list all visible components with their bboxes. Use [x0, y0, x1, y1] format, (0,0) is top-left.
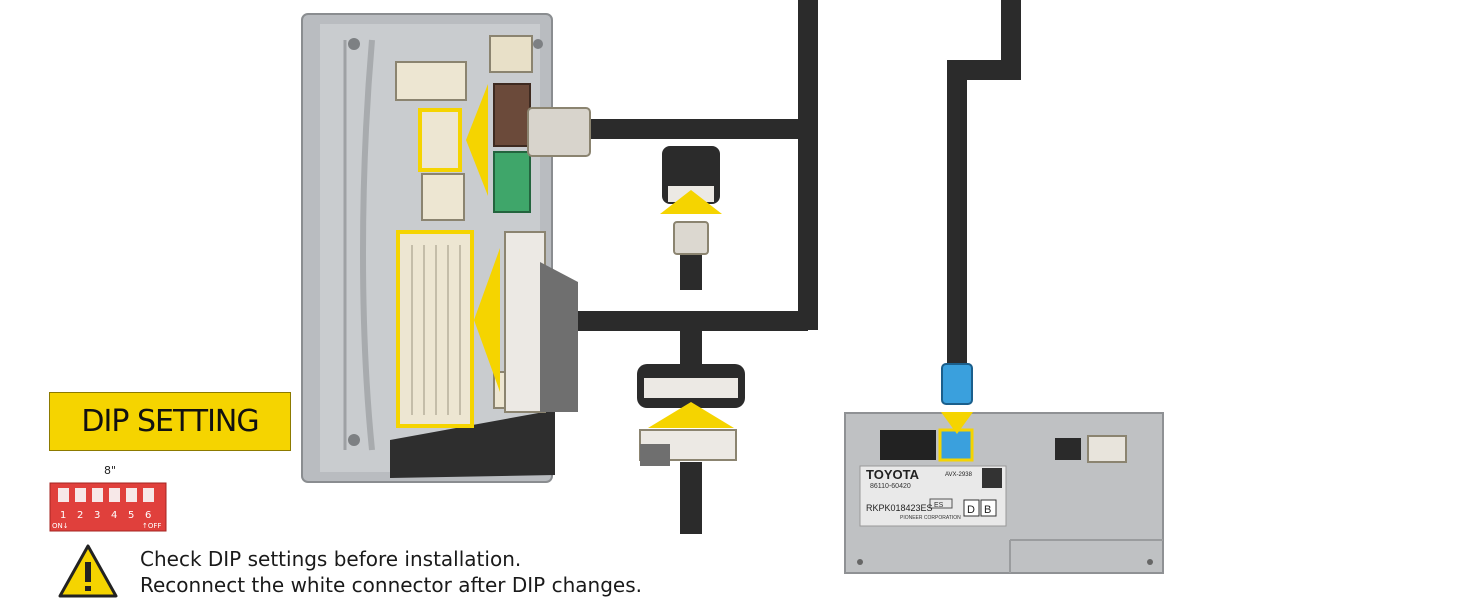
oem-serial: RKPK018423ES [866, 503, 933, 513]
harness-lines [570, 0, 1021, 365]
main-harness-plug [504, 231, 578, 413]
upper-cable-stub [680, 250, 702, 290]
dip-num-2: 2 [77, 510, 83, 521]
lower-cable-tail [680, 462, 702, 534]
dip-off-label: ↑OFF [142, 522, 161, 530]
oem-part-no: 86110-60420 [870, 483, 911, 490]
oem-unit: TOYOTA AVX-2938 86110-60420 ES RKPK01842… [844, 412, 1164, 574]
dip-num-3: 3 [94, 510, 100, 521]
dip-on-label: ON↓ [52, 522, 69, 530]
arrow-blue-plug [941, 412, 973, 434]
upper-harness-plug [527, 107, 591, 157]
upper-plug-pair [660, 146, 722, 255]
dip-num-1: 1 [60, 510, 66, 521]
blue-oem-plug [941, 363, 973, 405]
dip-num-6: 6 [145, 510, 151, 521]
dip-switch-icon: 1 2 3 4 5 6 ON↓ ↑OFF [49, 482, 167, 532]
dip-size-label: 8" [104, 464, 117, 477]
oem-maker: PIONEER CORPORATION [900, 515, 961, 521]
oem-letter-d: D [967, 504, 975, 516]
arrow-upper-connector [466, 84, 488, 196]
oem-model: AVX-2938 [945, 472, 973, 478]
arrow-main-connector [474, 248, 500, 392]
installation-notes: Check DIP settings before installation. … [140, 546, 642, 598]
dip-num-4: 4 [111, 510, 117, 521]
head-unit [301, 13, 555, 483]
note-line-2: Reconnect the white connector after DIP … [140, 573, 642, 597]
dip-num-5: 5 [128, 510, 134, 521]
oem-brand: TOYOTA [866, 467, 920, 482]
dip-setting-label: DIP SETTING [49, 392, 291, 451]
lower-cable-stub [680, 330, 702, 370]
note-line-1: Check DIP settings before installation. [140, 547, 522, 571]
oem-letter-b: B [984, 504, 991, 516]
oem-code-box: ES [934, 502, 944, 509]
warning-icon [58, 544, 118, 598]
lower-plug-pair [637, 364, 745, 466]
